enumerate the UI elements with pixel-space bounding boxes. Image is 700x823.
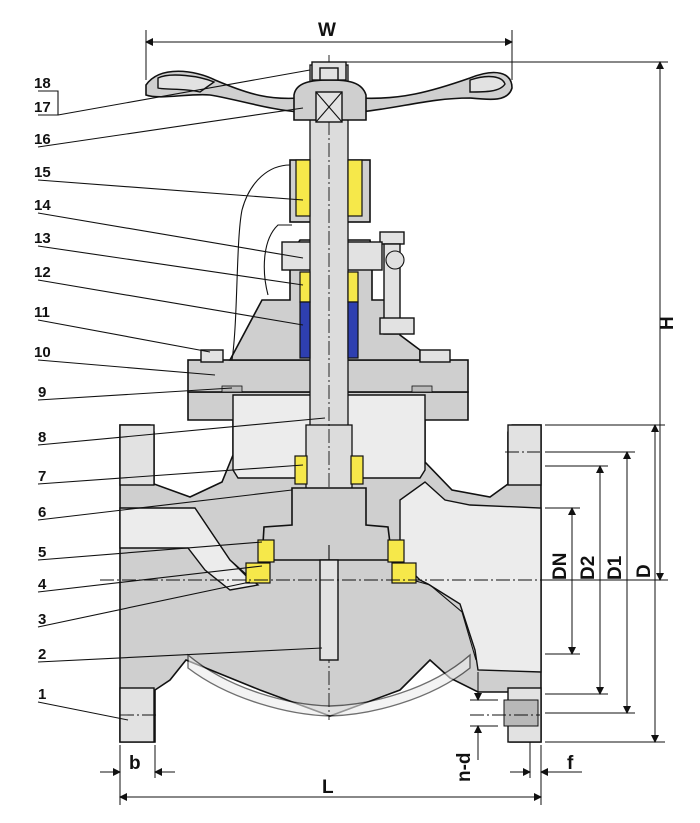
part-number-2: 2 (38, 646, 46, 663)
part-number-1: 1 (38, 686, 46, 703)
dim-label-w: W (318, 20, 336, 41)
dim-label-f: f (567, 753, 574, 774)
part-number-7: 7 (38, 468, 46, 485)
disc (245, 487, 417, 661)
part-number-5: 5 (38, 544, 46, 561)
part-number-3: 3 (38, 611, 46, 628)
part-number-16: 16 (34, 131, 51, 148)
dim-label-b: b (129, 753, 141, 774)
part-leader-lines (37, 69, 326, 721)
dim-label-n-d: n-d (454, 752, 475, 782)
part-number-15: 15 (34, 164, 51, 181)
dim-label-d: D (634, 564, 655, 578)
part-number-6: 6 (38, 504, 46, 521)
dim-label-dn: DN (550, 553, 571, 580)
dim-label-h: H (657, 316, 678, 330)
part-number-12: 12 (34, 264, 51, 281)
dimension-lines (100, 30, 668, 805)
part-number-labels: 18 17 16 15 14 13 12 11 10 9 8 7 6 5 4 3… (34, 75, 51, 703)
handwheel (145, 61, 513, 123)
part-number-14: 14 (34, 197, 51, 214)
dim-label-l: L (322, 777, 334, 798)
part-number-10: 10 (34, 344, 51, 361)
dimension-labels: W H L b f n-d DN D2 D1 D (129, 20, 678, 798)
dim-label-d1: D1 (605, 555, 626, 580)
part-number-11: 11 (34, 304, 50, 321)
part-number-9: 9 (38, 384, 46, 401)
part-number-18: 18 (34, 75, 51, 92)
packing-rings (294, 159, 364, 485)
part-number-4: 4 (38, 576, 47, 593)
part-number-17: 17 (34, 99, 51, 116)
part-number-8: 8 (38, 429, 46, 446)
part-number-13: 13 (34, 230, 51, 247)
dim-label-d2: D2 (578, 556, 599, 580)
